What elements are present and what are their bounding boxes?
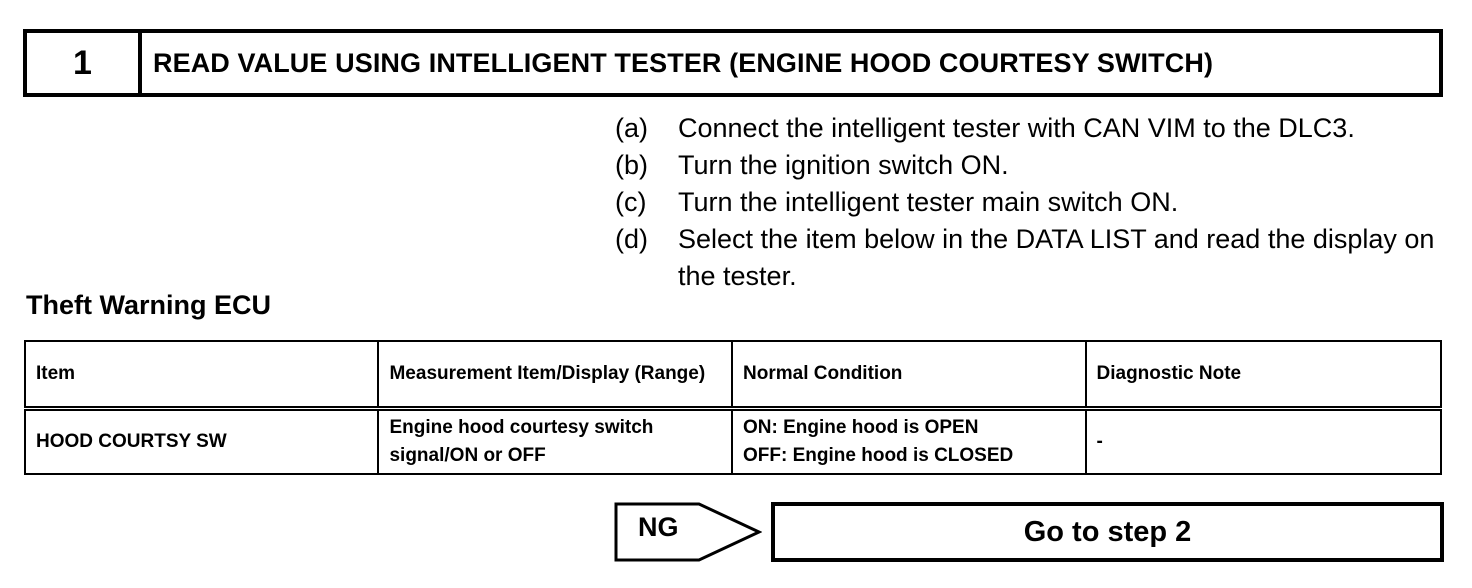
instruction-item: (b) Turn the ignition switch ON. xyxy=(615,147,1465,184)
instruction-label: (c) xyxy=(615,187,647,217)
column-header-measurement: Measurement Item/Display (Range) xyxy=(377,340,734,410)
instruction-item: (c) Turn the intelligent tester main swi… xyxy=(615,184,1465,221)
instruction-label: (d) xyxy=(615,224,648,254)
cell-item: HOOD COURTSY SW xyxy=(23,407,380,475)
cell-diagnostic-note: - xyxy=(1084,407,1442,475)
ng-label: NG xyxy=(638,512,679,542)
column-header-normal-condition: Normal Condition xyxy=(731,340,1087,410)
cell-normal-condition: ON: Engine hood is OPEN OFF: Engine hood… xyxy=(731,407,1087,475)
instruction-item: (d) Select the item below in the DATA LI… xyxy=(615,221,1465,295)
instruction-text: Turn the intelligent tester main switch … xyxy=(678,187,1179,217)
go-to-step-link[interactable]: Go to step 2 xyxy=(771,502,1444,562)
step-number: 1 xyxy=(27,33,142,93)
step-title: READ VALUE USING INTELLIGENT TESTER (ENG… xyxy=(153,47,1214,78)
arrow-icon xyxy=(614,502,762,562)
table-row: HOOD COURTSY SW Engine hood courtesy swi… xyxy=(23,407,1442,475)
instruction-text: Select the item below in the DATA LIST a… xyxy=(678,224,1435,291)
section-title: Theft Warning ECU xyxy=(26,290,271,320)
table-header-row: Item Measurement Item/Display (Range) No… xyxy=(23,340,1442,410)
instruction-text: Connect the intelligent tester with CAN … xyxy=(678,113,1355,143)
instruction-label: (a) xyxy=(615,113,648,143)
instruction-text: Turn the ignition switch ON. xyxy=(678,150,1009,180)
instruction-label: (b) xyxy=(615,150,648,180)
cell-measurement: Engine hood courtesy switch signal/ON or… xyxy=(377,407,734,475)
step-header: 1 READ VALUE USING INTELLIGENT TESTER (E… xyxy=(23,29,1443,97)
instruction-list: (a) Connect the intelligent tester with … xyxy=(615,110,1465,295)
instruction-item: (a) Connect the intelligent tester with … xyxy=(615,110,1465,147)
data-list-table: Item Measurement Item/Display (Range) No… xyxy=(23,340,1442,475)
column-header-diagnostic-note: Diagnostic Note xyxy=(1084,340,1442,410)
column-header-item: Item xyxy=(23,340,380,410)
result-branch: NG Go to step 2 xyxy=(614,502,1444,562)
